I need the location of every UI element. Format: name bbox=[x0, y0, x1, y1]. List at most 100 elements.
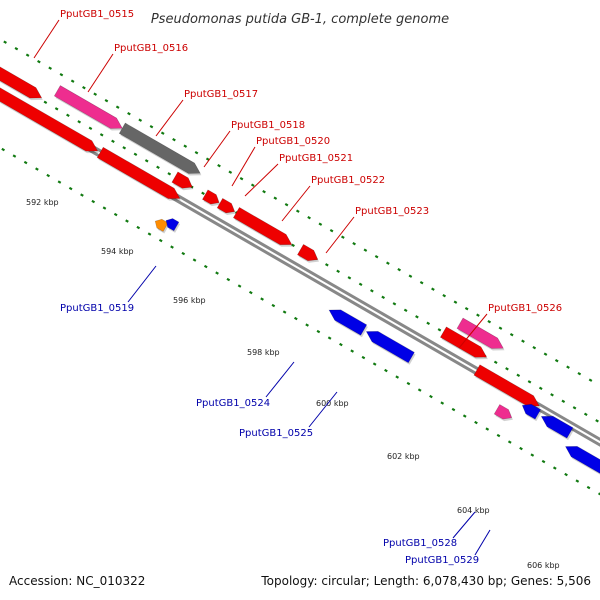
gene-labels: PputGB1_0515PputGB1_0516PputGB1_0517Pput… bbox=[33, 9, 562, 566]
ruler-dot bbox=[564, 472, 568, 477]
ruler-dot bbox=[350, 349, 355, 353]
gene-label[interactable]: PputGB1_0524 bbox=[196, 398, 270, 409]
ruler-dot bbox=[381, 295, 386, 300]
gene-PputGB1_0520[interactable] bbox=[202, 189, 220, 205]
ruler-dot bbox=[226, 277, 231, 282]
ruler-dot bbox=[336, 269, 340, 274]
ruler-dot bbox=[419, 280, 424, 285]
label-leader-line bbox=[203, 130, 231, 168]
ruler-dot bbox=[91, 199, 96, 204]
gene-PputGB1_0515[interactable] bbox=[0, 53, 43, 99]
ruler-dot bbox=[156, 165, 160, 170]
ruler-dot bbox=[113, 212, 118, 217]
gene-PputGB1_0516[interactable] bbox=[53, 85, 123, 129]
ruler-dot bbox=[307, 215, 311, 220]
gene-feature[interactable] bbox=[473, 364, 540, 407]
ruler-dot bbox=[122, 146, 127, 150]
gene-PputGB1_0522[interactable] bbox=[232, 207, 293, 246]
gene-PputGB1_0526[interactable] bbox=[456, 317, 504, 349]
ruler-dot bbox=[25, 53, 30, 57]
ruler-dot bbox=[498, 326, 503, 330]
ruler-dot bbox=[426, 321, 431, 326]
ruler-dot bbox=[464, 306, 469, 311]
ruler-dot bbox=[507, 440, 512, 444]
ruler-dot bbox=[530, 453, 535, 457]
gene-PputGB1_0518[interactable] bbox=[171, 171, 193, 189]
ruler-dot bbox=[496, 433, 501, 438]
ruler-dot bbox=[88, 126, 93, 131]
gene-label[interactable]: PputGB1_0523 bbox=[355, 206, 429, 217]
genome-summary-text: Topology: circular; Length: 6,078,430 bp… bbox=[260, 574, 591, 588]
gene-label[interactable]: PputGB1_0528 bbox=[383, 538, 457, 549]
ruler-dot bbox=[566, 365, 570, 369]
ruler-dot bbox=[527, 380, 532, 384]
tick-label: 592 kbp bbox=[26, 198, 59, 207]
ruler-dot bbox=[374, 254, 379, 259]
accession-text: Accession: NC_010322 bbox=[9, 574, 145, 588]
gene-label[interactable]: PputGB1_0518 bbox=[231, 120, 305, 131]
gene-feature[interactable] bbox=[0, 67, 99, 152]
ruler-dot bbox=[70, 79, 75, 83]
tick-label: 600 kbp bbox=[316, 399, 349, 408]
ruler-dot bbox=[160, 131, 165, 135]
ruler-dot bbox=[370, 289, 374, 293]
gene-PputGB1_0519[interactable] bbox=[165, 218, 180, 232]
ruler-dot bbox=[493, 360, 498, 365]
ruler-dot bbox=[93, 92, 98, 96]
gene-PputGB1_0525[interactable] bbox=[365, 331, 415, 364]
gene-label[interactable]: PputGB1_0521 bbox=[279, 153, 353, 164]
ruler-dot bbox=[59, 72, 64, 77]
gene-PputGB1_0528[interactable] bbox=[521, 403, 542, 420]
gene-label[interactable]: PputGB1_0517 bbox=[184, 89, 258, 100]
ruler-dot bbox=[66, 113, 70, 118]
gene-label[interactable]: PputGB1_0526 bbox=[488, 303, 562, 314]
ruler-dot bbox=[1, 147, 5, 152]
ruler-dot bbox=[386, 261, 390, 265]
gene-feature[interactable] bbox=[564, 446, 600, 477]
gene-label[interactable]: PputGB1_0525 bbox=[239, 428, 313, 439]
ruler-dot bbox=[361, 355, 366, 360]
gene-label[interactable]: PputGB1_0519 bbox=[60, 303, 134, 314]
ruler-dot bbox=[372, 362, 377, 366]
ruler-dot bbox=[595, 419, 599, 423]
gene-label[interactable]: PputGB1_0515 bbox=[60, 9, 134, 20]
gene-features bbox=[0, 53, 600, 477]
label-leader-line bbox=[452, 511, 476, 539]
ruler-dot bbox=[561, 399, 566, 404]
ruler-dot bbox=[23, 160, 28, 165]
ruler-dot bbox=[442, 293, 447, 298]
tick-label: 598 kbp bbox=[247, 348, 280, 357]
ruler-dot bbox=[487, 319, 492, 324]
ruler-dot bbox=[248, 290, 253, 295]
ruler-dot bbox=[543, 352, 548, 356]
tick-label: 594 kbp bbox=[101, 247, 134, 256]
label-leader-line bbox=[231, 146, 256, 187]
gene-label[interactable]: PputGB1_0516 bbox=[114, 43, 188, 54]
gene-label[interactable]: PputGB1_0520 bbox=[256, 136, 330, 147]
gene-PputGB1_0529[interactable] bbox=[540, 415, 574, 439]
gene-feature[interactable] bbox=[154, 218, 169, 232]
ruler-dot bbox=[415, 315, 419, 319]
gene-label[interactable]: PputGB1_0522 bbox=[311, 175, 385, 186]
ruler-dot bbox=[54, 107, 59, 111]
gene-feature[interactable] bbox=[96, 146, 181, 199]
label-leader-line bbox=[308, 391, 338, 428]
gene-PputGB1_0524[interactable] bbox=[328, 309, 368, 336]
tick-label: 596 kbp bbox=[173, 296, 206, 305]
genome-title: Pseudomonas putida GB-1, complete genome bbox=[151, 12, 449, 27]
ruler-dot bbox=[406, 381, 411, 386]
gene-PputGB1_0517[interactable] bbox=[118, 122, 201, 174]
ruler-dot bbox=[172, 137, 176, 142]
gene-feature[interactable] bbox=[493, 404, 513, 420]
ruler-dot bbox=[509, 332, 514, 337]
label-leader-line bbox=[474, 529, 491, 556]
gene-label[interactable]: PputGB1_0529 bbox=[405, 555, 479, 566]
gene-PputGB1_0523[interactable] bbox=[297, 244, 319, 262]
ruler-dot bbox=[519, 446, 523, 451]
gene-PputGB1_0521[interactable] bbox=[216, 197, 236, 214]
ruler-dot bbox=[532, 345, 537, 350]
ruler-dot bbox=[552, 466, 557, 470]
ruler-dot bbox=[550, 393, 554, 397]
ruler-dot bbox=[203, 264, 208, 269]
